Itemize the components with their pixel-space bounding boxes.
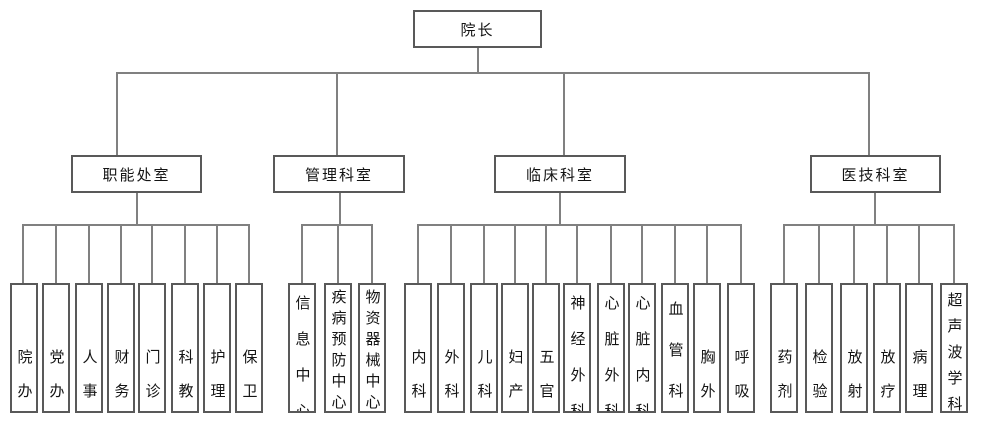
dept-box: 神经外科 xyxy=(563,283,591,413)
connector-group-medtech xyxy=(783,193,955,283)
dept-box: 人事 xyxy=(75,283,103,413)
dept-label: 人事 xyxy=(80,349,98,413)
connector-group-management xyxy=(301,193,373,283)
dept-label: 超声波学科 xyxy=(945,292,963,413)
box-medtech-depts: 医技科室 xyxy=(810,155,941,193)
dept-box: 外科 xyxy=(437,283,465,413)
connector-root-rail xyxy=(116,48,870,155)
dept-box: 心脏内科 xyxy=(628,283,656,413)
dept-box: 妇产 xyxy=(501,283,529,413)
dept-box: 保卫 xyxy=(235,283,263,413)
dept-label: 财务 xyxy=(112,349,130,413)
dept-label: 检验 xyxy=(810,349,828,413)
dept-label: 保卫 xyxy=(240,349,258,413)
dept-box: 超声波学科 xyxy=(940,283,968,413)
dept-box: 检验 xyxy=(805,283,833,413)
dept-box: 呼吸 xyxy=(727,283,755,413)
dept-label: 科教 xyxy=(176,349,194,413)
dept-label: 心脏内科 xyxy=(633,295,651,413)
dept-label: 放疗 xyxy=(878,349,896,413)
dept-label: 党办 xyxy=(47,349,65,413)
box-functional-offices-label: 职能处室 xyxy=(102,166,171,184)
box-clinical-depts: 临床科室 xyxy=(494,155,626,193)
dept-box: 五官 xyxy=(532,283,560,413)
dept-label: 五官 xyxy=(537,349,555,413)
dept-label: 妇产 xyxy=(506,349,524,413)
box-management-depts-label: 管理科室 xyxy=(304,166,373,184)
dept-box: 院办 xyxy=(10,283,38,413)
box-medtech-depts-label: 医技科室 xyxy=(841,166,910,184)
dept-label: 呼吸 xyxy=(732,349,750,413)
dept-box: 门诊 xyxy=(138,283,166,413)
dept-box: 护理 xyxy=(203,283,231,413)
dept-box: 物资器械中心 xyxy=(358,283,386,413)
dept-box: 疾病预防中心 xyxy=(324,283,352,413)
dept-box: 血管科 xyxy=(661,283,689,413)
dept-label: 神经外科 xyxy=(568,295,586,413)
box-management-depts: 管理科室 xyxy=(273,155,405,193)
dept-label: 物资器械中心 xyxy=(363,289,381,413)
dept-box: 胸外 xyxy=(693,283,721,413)
dept-label: 病理 xyxy=(910,349,928,413)
dept-label: 内科 xyxy=(409,349,427,413)
dept-label: 院办 xyxy=(15,349,33,413)
dept-box: 心脏外科 xyxy=(597,283,625,413)
dept-box: 财务 xyxy=(107,283,135,413)
box-clinical-depts-label: 临床科室 xyxy=(525,166,594,184)
dept-label: 疾病预防中心 xyxy=(329,289,347,413)
dept-label: 护理 xyxy=(208,349,226,413)
dept-label: 放射 xyxy=(845,349,863,413)
dept-label: 心脏外科 xyxy=(602,295,620,413)
box-director-label: 院长 xyxy=(460,21,495,39)
dept-label: 药剂 xyxy=(775,349,793,413)
dept-box: 科教 xyxy=(171,283,199,413)
box-director: 院长 xyxy=(413,10,542,48)
dept-box: 病理 xyxy=(905,283,933,413)
dept-label: 外科 xyxy=(442,349,460,413)
dept-box: 内科 xyxy=(404,283,432,413)
dept-label: 儿科 xyxy=(475,349,493,413)
dept-box: 放射 xyxy=(840,283,868,413)
dept-label: 血管科 xyxy=(666,301,684,413)
connector-group-clinical xyxy=(417,193,742,283)
dept-label: 胸外 xyxy=(698,349,716,413)
connector-group-functional xyxy=(22,193,250,283)
dept-label: 门诊 xyxy=(143,349,161,413)
box-functional-offices: 职能处室 xyxy=(71,155,202,193)
dept-box: 党办 xyxy=(42,283,70,413)
dept-box: 信息中心 xyxy=(288,283,316,413)
dept-label: 信息中心 xyxy=(293,295,311,413)
dept-box: 放疗 xyxy=(873,283,901,413)
dept-box: 药剂 xyxy=(770,283,798,413)
dept-box: 儿科 xyxy=(470,283,498,413)
